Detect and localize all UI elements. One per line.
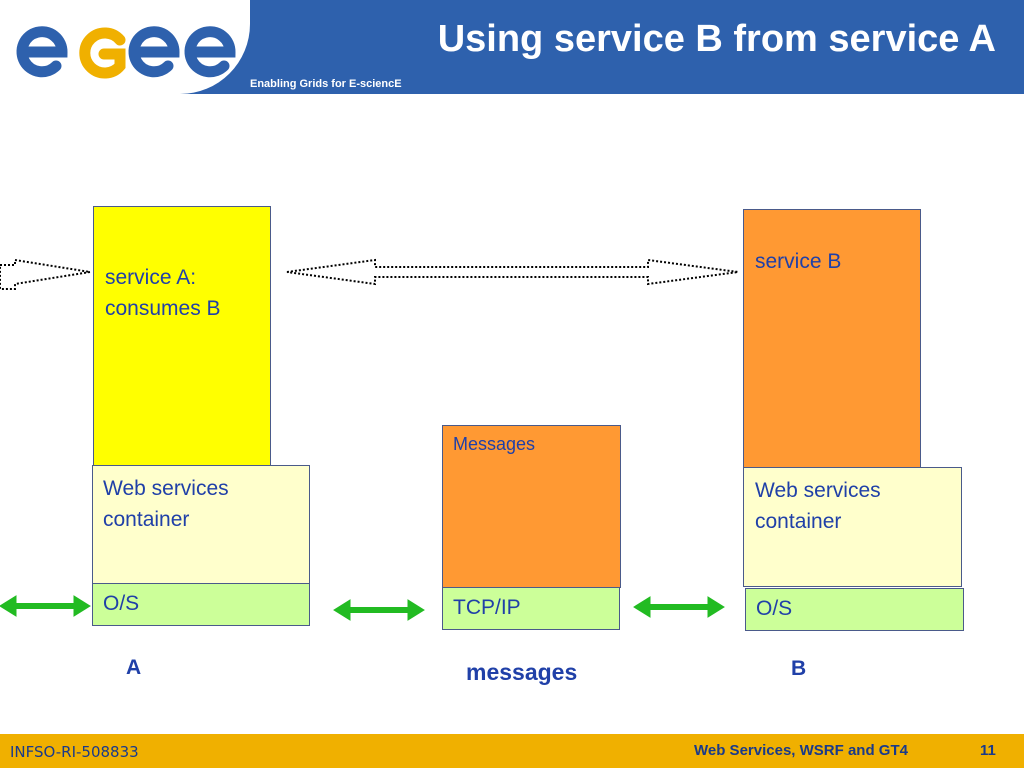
service-a-line1: service A: xyxy=(105,266,197,289)
label-b: B xyxy=(791,657,807,680)
egee-logo-icon xyxy=(16,26,236,79)
messages-box-label: Messages xyxy=(453,434,536,454)
green-arrow-middle xyxy=(333,599,425,621)
footer-page-number: 11 xyxy=(980,742,996,759)
footer-project-id: INFSO-RI-508833 xyxy=(10,743,139,761)
service-a-box: service A: consumes B xyxy=(93,206,271,466)
dotted-arrow-left xyxy=(0,258,91,290)
tcpip-box: TCP/IP xyxy=(442,587,620,630)
green-arrow-right xyxy=(633,596,725,618)
label-a: A xyxy=(126,656,142,679)
container-b-line1: Web services xyxy=(755,479,881,502)
container-a-box: Web services container xyxy=(92,465,310,584)
container-b-line2: container xyxy=(755,510,842,533)
slide-tagline: Enabling Grids for E-sciencE xyxy=(250,78,402,90)
slide-header: Using service B from service A Enabling … xyxy=(0,0,1024,94)
service-b-label: service B xyxy=(755,250,842,273)
service-b-box: service B xyxy=(743,209,921,469)
dotted-arrow-a-b xyxy=(286,258,739,286)
slide-footer: INFSO-RI-508833 Web Services, WSRF and G… xyxy=(0,734,1024,768)
messages-box: Messages xyxy=(442,425,621,588)
os-a-box: O/S xyxy=(92,583,310,626)
slide-title: Using service B from service A xyxy=(437,18,996,60)
green-arrow-left xyxy=(0,595,91,617)
container-a-line2: container xyxy=(103,508,190,531)
tcpip-label: TCP/IP xyxy=(453,596,521,619)
label-messages: messages xyxy=(466,659,578,685)
os-a-label: O/S xyxy=(103,592,140,615)
container-b-box: Web services container xyxy=(743,467,962,587)
container-a-line1: Web services xyxy=(103,477,229,500)
service-a-line2: consumes B xyxy=(105,297,221,320)
os-b-box: O/S xyxy=(745,588,964,631)
os-b-label: O/S xyxy=(756,597,793,620)
footer-topic: Web Services, WSRF and GT4 xyxy=(694,742,908,759)
